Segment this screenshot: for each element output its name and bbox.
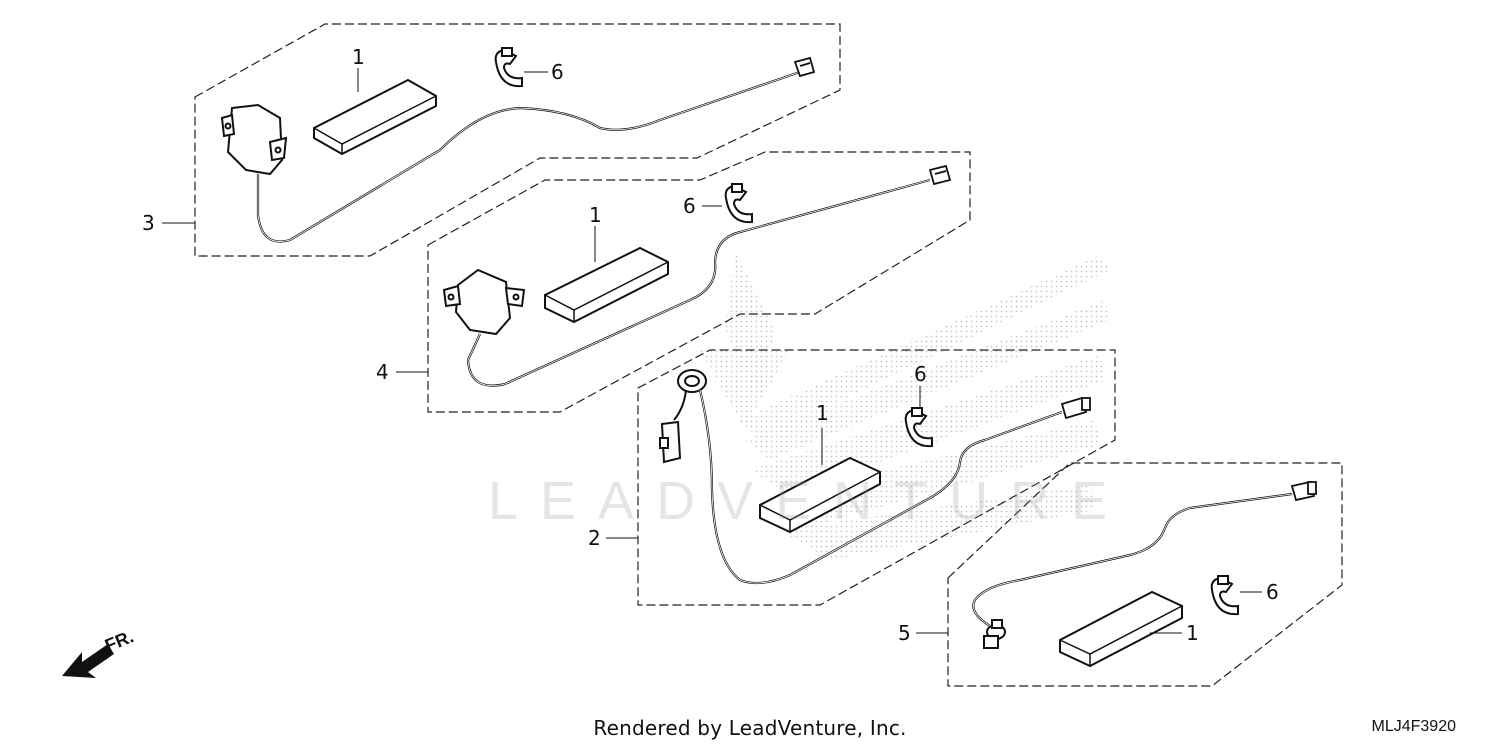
callout-6: 6 — [683, 194, 696, 218]
connector-plug — [1290, 480, 1317, 502]
watermark-text: LEADVENTURE — [488, 471, 1130, 531]
connector-plug — [793, 56, 816, 78]
wire-harness — [466, 178, 931, 387]
group-4-dashed-frame — [427, 151, 971, 413]
module-unit — [442, 268, 526, 336]
connector-plug — [928, 164, 952, 186]
callout-6: 6 — [1266, 580, 1279, 604]
clip — [904, 407, 933, 448]
connector-plug — [1060, 396, 1091, 420]
group-5-dashed-frame — [947, 462, 1343, 687]
adhesive-pad — [313, 78, 437, 156]
group-3-bracket-kit: 1 6 3 — [142, 23, 841, 257]
front-direction-arrow: FR. — [62, 626, 136, 678]
group-2-dashed-frame — [637, 349, 1116, 606]
wire-lead — [673, 389, 687, 421]
clip — [724, 183, 753, 224]
sensor-head — [983, 619, 1006, 649]
callout-1: 1 — [1186, 621, 1199, 645]
callout-6: 6 — [551, 60, 564, 84]
callout-1: 1 — [816, 401, 829, 425]
adhesive-pad — [759, 456, 881, 534]
callout-1: 1 — [589, 203, 602, 227]
clip — [1210, 575, 1239, 616]
callout-6: 6 — [914, 362, 927, 386]
callout-2: 2 — [588, 526, 601, 550]
group-2-sensor-kit: 6 1 2 — [588, 349, 1116, 606]
watermark-wing-logo — [700, 250, 1110, 560]
callout-4: 4 — [376, 360, 389, 384]
module-unit — [220, 103, 288, 176]
clip — [494, 47, 523, 88]
group-4-bracket-kit: 1 6 4 — [376, 151, 971, 413]
connector-plug — [659, 420, 682, 464]
adhesive-pad — [1059, 590, 1183, 668]
wire-harness — [256, 70, 801, 243]
group-3-dashed-frame — [194, 23, 841, 257]
group-5-sensor-kit: 6 1 5 — [898, 462, 1343, 687]
direction-label: FR. — [102, 626, 136, 655]
diagram-code: MLJ4F3920 — [1371, 718, 1457, 735]
callout-3: 3 — [142, 211, 155, 235]
callout-1: 1 — [352, 45, 365, 69]
grommet-sensor — [677, 369, 707, 393]
footer-credit: Rendered by LeadVenture, Inc. — [593, 716, 907, 740]
adhesive-pad — [544, 246, 669, 324]
callout-5: 5 — [898, 621, 911, 645]
